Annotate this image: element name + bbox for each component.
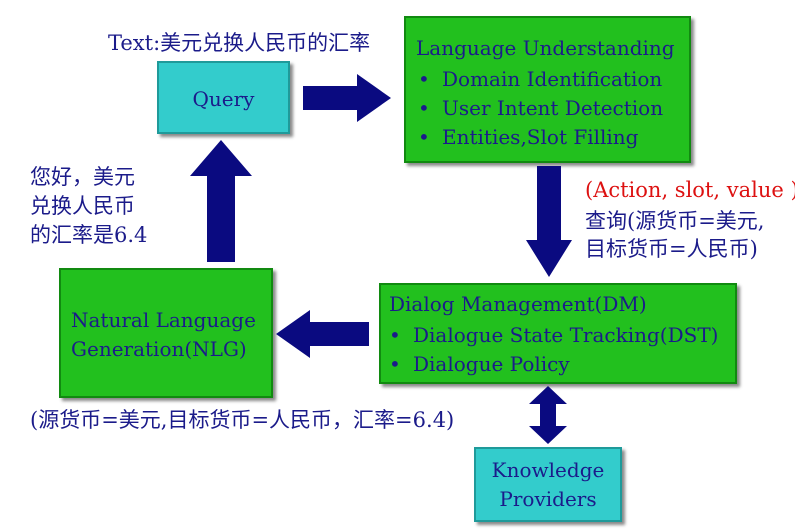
lu-item-slot-filling: Entities,Slot Filling — [412, 123, 663, 152]
arrow-nlg-to-query — [190, 140, 252, 262]
dm-item-list: Dialogue State Tracking(DST) Dialogue Po… — [383, 321, 718, 379]
query-box: Query — [157, 61, 290, 134]
nlg-line-2: Generation(NLG) — [71, 337, 247, 361]
query-text: Text:美元兑换人民币的汇率 — [108, 31, 371, 55]
nlg-box: Natural Language Generation(NLG) — [59, 268, 273, 398]
kp-line-2: Providers — [499, 487, 597, 511]
action-line-1: 查询(源货币=美元, — [585, 209, 765, 233]
action-slot-value-header: (Action, slot, value ) — [585, 178, 795, 202]
lu-item-list: Domain Identification User Intent Detect… — [412, 65, 663, 152]
knowledge-providers-box: Knowledge Providers — [474, 447, 622, 522]
arrow-query-to-lu — [303, 74, 391, 122]
lu-item-intent-detection: User Intent Detection — [412, 94, 663, 123]
response-line-2: 兑换人民币 — [30, 194, 135, 218]
response-line-3: 的汇率是6.4 — [30, 223, 148, 247]
kp-line-1: Knowledge — [491, 458, 605, 482]
nlg-input-text: (源货币=美元,目标货币=人民币，汇率=6.4) — [30, 408, 455, 432]
query-label: Query — [192, 87, 255, 111]
dm-item-state-tracking: Dialogue State Tracking(DST) — [383, 321, 718, 350]
lu-title: Language Understanding — [416, 36, 675, 60]
language-understanding-box: Language Understanding Domain Identifica… — [404, 16, 691, 163]
arrow-lu-to-dm — [526, 166, 572, 277]
dm-item-dialogue-policy: Dialogue Policy — [383, 350, 718, 379]
nlg-line-1: Natural Language — [71, 308, 256, 332]
dm-title: Dialog Management(DM) — [389, 292, 647, 316]
action-line-2: 目标货币=人民币) — [585, 237, 758, 261]
lu-item-domain-identification: Domain Identification — [412, 65, 663, 94]
response-line-1: 您好，美元 — [30, 165, 135, 189]
dialog-management-box: Dialog Management(DM) Dialogue State Tra… — [379, 283, 737, 384]
arrow-dm-kp-bidirectional — [529, 386, 567, 444]
arrow-dm-to-nlg — [276, 310, 369, 358]
